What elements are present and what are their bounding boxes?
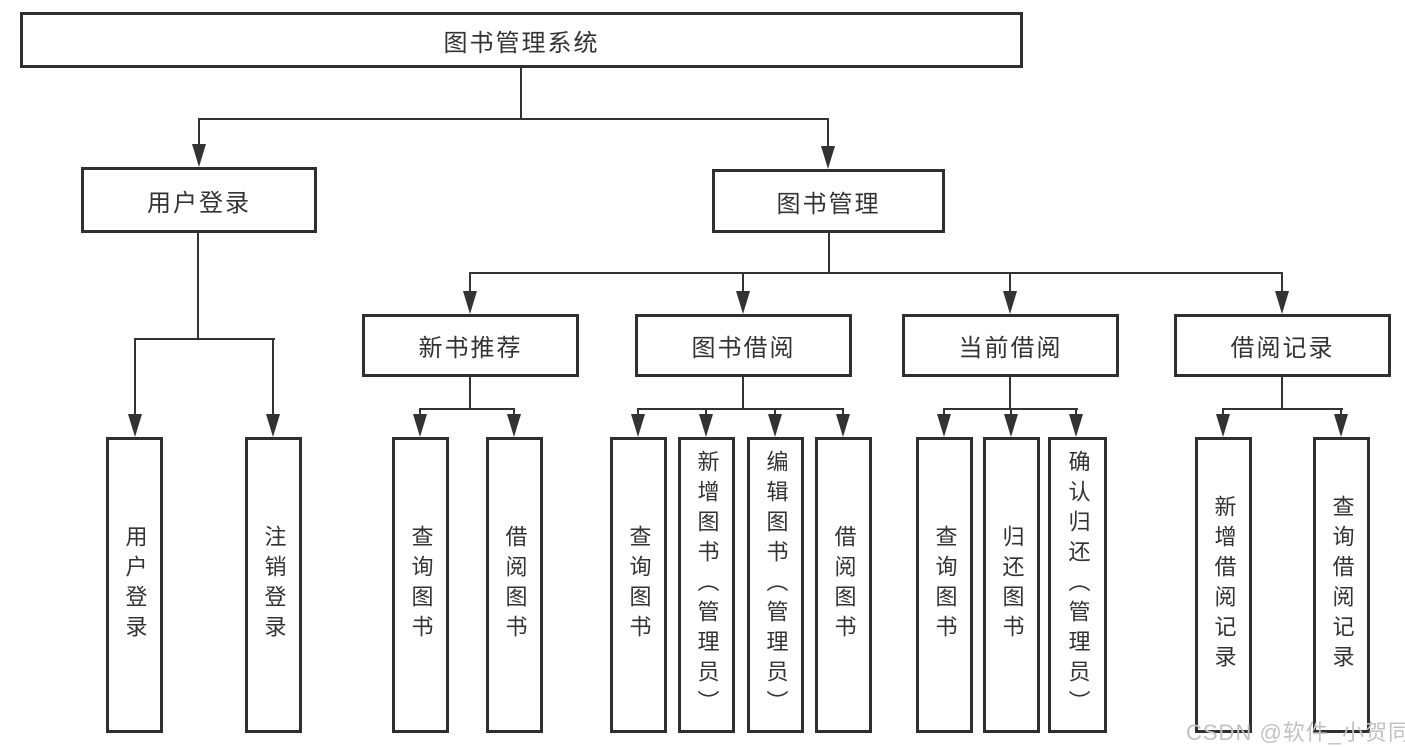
node-library-system: 图书管理系统 <box>20 12 1023 68</box>
connector-line <box>198 118 829 120</box>
arrowhead-down-icon <box>1004 414 1018 437</box>
leaf-borrow-books-borrowing: 借阅图书 <box>815 437 872 733</box>
connector-line <box>272 338 274 416</box>
leaf-add-book-admin: 新增图书（管理员） <box>678 437 735 733</box>
connector-line <box>705 408 707 416</box>
leaf-return-book: 归还图书 <box>983 437 1040 733</box>
arrowhead-down-icon <box>736 291 750 314</box>
connector-line <box>828 233 830 274</box>
csdn-watermark: CSDN @软件_小贺同学 <box>1186 720 1405 745</box>
arrowhead-down-icon <box>266 414 280 437</box>
leaf-query-books-recommend: 查询图书 <box>392 437 449 733</box>
connector-line <box>1281 272 1283 293</box>
arrowhead-down-icon <box>1216 414 1230 437</box>
arrowhead-down-icon <box>768 414 782 437</box>
leaf-add-borrow-record: 新增借阅记录 <box>1195 437 1252 733</box>
arrowhead-down-icon <box>937 414 951 437</box>
connector-line <box>419 408 515 410</box>
arrowhead-down-icon <box>128 414 142 437</box>
arrowhead-down-icon <box>631 414 645 437</box>
connector-line <box>419 408 421 416</box>
node-book-borrowing: 图书借阅 <box>635 314 852 377</box>
connector-line <box>742 377 744 410</box>
connector-line <box>513 408 515 416</box>
connector-line <box>134 338 275 340</box>
connector-line <box>774 408 776 416</box>
node-borrowing-records: 借阅记录 <box>1174 314 1391 377</box>
connector-line <box>1009 272 1011 293</box>
connector-line <box>943 408 945 416</box>
connector-line <box>1222 408 1224 416</box>
arrowhead-down-icon <box>463 291 477 314</box>
arrowhead-down-icon <box>836 414 850 437</box>
leaf-borrow-books-recommend: 借阅图书 <box>486 437 543 733</box>
connector-line <box>1009 377 1011 410</box>
connector-line <box>1222 408 1343 410</box>
node-user-login: 用户登录 <box>81 167 317 233</box>
leaf-query-borrow-record: 查询借阅记录 <box>1313 437 1370 733</box>
arrowhead-down-icon <box>507 414 521 437</box>
connector-line <box>469 377 471 410</box>
connector-line <box>742 272 744 293</box>
connector-line <box>637 408 639 416</box>
leaf-logout: 注销登录 <box>245 437 302 733</box>
node-new-book-recommendation: 新书推荐 <box>362 314 579 377</box>
connector-line <box>1281 377 1283 410</box>
arrowhead-down-icon <box>1003 291 1017 314</box>
connector-line <box>827 118 829 148</box>
leaf-user-login: 用户登录 <box>106 437 163 733</box>
node-book-management: 图书管理 <box>712 169 945 233</box>
arrowhead-down-icon <box>821 146 835 169</box>
leaf-edit-book-admin: 编辑图书（管理员） <box>747 437 804 733</box>
arrowhead-down-icon <box>413 414 427 437</box>
leaf-query-books-current: 查询图书 <box>916 437 973 733</box>
connector-line <box>1340 408 1342 416</box>
connector-line <box>134 338 136 416</box>
arrowhead-down-icon <box>1334 414 1348 437</box>
arrowhead-down-icon <box>192 144 206 167</box>
connector-line <box>520 68 522 120</box>
connector-line <box>469 272 471 293</box>
connector-line <box>1075 408 1077 416</box>
arrowhead-down-icon <box>1275 291 1289 314</box>
leaf-confirm-return-admin: 确认归还（管理员） <box>1048 437 1107 733</box>
connector-line <box>637 408 844 410</box>
connector-line <box>198 118 200 146</box>
arrowhead-down-icon <box>1069 414 1083 437</box>
connector-line <box>469 272 1283 274</box>
connector-line <box>1010 408 1012 416</box>
leaf-query-books-borrowing: 查询图书 <box>610 437 667 733</box>
node-current-borrowing: 当前借阅 <box>902 314 1119 377</box>
connector-line <box>842 408 844 416</box>
connector-line <box>197 233 199 340</box>
arrowhead-down-icon <box>699 414 713 437</box>
